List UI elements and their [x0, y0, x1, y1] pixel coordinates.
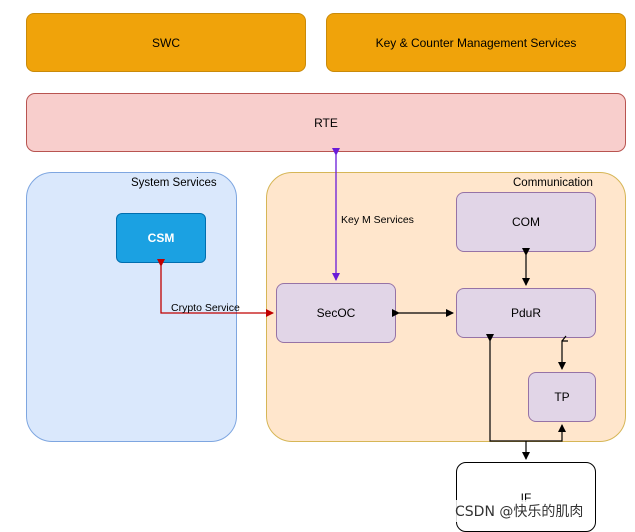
- tp-label: TP: [554, 390, 570, 404]
- csm-box: CSM: [116, 213, 206, 263]
- tp-bus-connector: [526, 424, 566, 442]
- csm-secoc-connector: [157, 259, 274, 317]
- pdur-tp-connector: [558, 340, 568, 370]
- swc-box: SWC: [26, 13, 306, 72]
- key-counter-management-box: Key & Counter Management Services: [326, 13, 626, 72]
- pdur-tp-connector-tail: [561, 335, 567, 342]
- secoc-box: SecOC: [276, 283, 396, 343]
- rte-label: RTE: [314, 115, 338, 130]
- if-label: IF: [520, 491, 532, 505]
- csm-label: CSM: [147, 231, 175, 245]
- system-services-label: System Services: [131, 177, 217, 189]
- tp-box: TP: [528, 372, 596, 422]
- secoc-label: SecOC: [316, 306, 356, 320]
- csdn-watermark: CSDN @快乐的肌肉: [452, 500, 587, 522]
- pdur-box: PduR: [456, 288, 596, 338]
- key-counter-management-label: Key & Counter Management Services: [375, 35, 577, 50]
- com-box: COM: [456, 192, 596, 252]
- key-m-services-edge-label: Key M Services: [341, 214, 414, 226]
- com-label: COM: [512, 215, 540, 229]
- crypto-service-edge-label: Crypto Service: [171, 302, 240, 314]
- pdur-if-bus-connector: [486, 334, 526, 442]
- pdur-label: PduR: [510, 306, 542, 320]
- swc-label: SWC: [152, 35, 180, 50]
- rte-box: RTE: [26, 93, 626, 152]
- communication-label: Communication: [513, 177, 593, 189]
